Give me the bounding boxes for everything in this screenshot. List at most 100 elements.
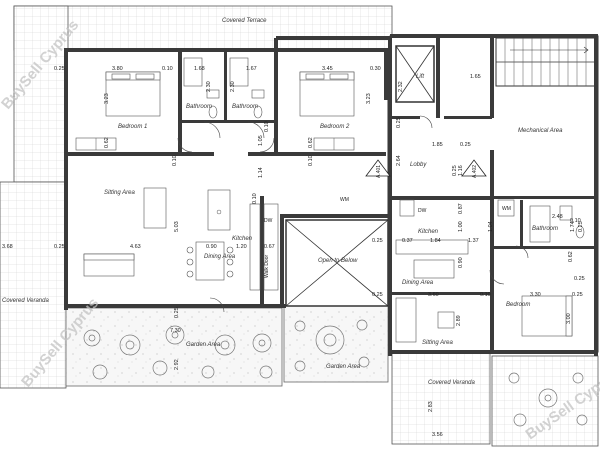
dim-label: 0.10 [252,193,258,204]
bedroom1-label: Bedroom 1 [118,124,147,130]
dim-label: 3.00 [566,313,572,324]
dining-area-left-label: Dining Area [204,254,236,260]
dim-label: 2.30 [206,81,212,92]
covered-veranda-right-label: Covered Veranda [428,380,475,386]
dining-area-right-label: Dining Area [402,280,434,286]
bathroom-mid-label: Bathroom [232,104,258,110]
mechanical-area-label: Mechanical Area [518,128,563,134]
dim-label: 0.25 [574,276,585,282]
walls [64,34,598,356]
dim-label: 0.10 [162,66,173,72]
dim-label: 0.25 [452,165,458,176]
dim-label: 7.30 [170,328,181,334]
dim-label: 0.10 [308,155,314,166]
living-furniture-left [83,187,279,291]
dim-label: 3.30 [530,292,541,298]
dim-label: 3.80 [112,66,123,72]
dim-label: 2.32 [398,81,404,92]
dim-label: 0.62 [568,251,574,262]
staircase [495,37,597,87]
dim-label: 1.67 [246,66,257,72]
dim-label: 2.30 [230,81,236,92]
dim-label: 3.56 [432,432,443,438]
dw-left-tag: DW [264,218,273,224]
dim-label: 0.25 [460,142,471,148]
doors [177,115,529,313]
left-terrace-strip [13,5,69,183]
dim-label: 0.25 [572,292,583,298]
covered-veranda-left-floor [0,181,67,389]
sitting-area-left-label: Sitting Area [104,190,135,196]
dim-label: 1.84 [430,238,441,244]
dim-label: 3.23 [366,93,372,104]
dim-label: 0.25 [396,117,402,128]
beds [105,71,573,337]
dim-label: 0.25 [372,292,383,298]
dim-label: 0.90 [458,257,464,268]
section-tag-a402: A.402 [472,165,478,178]
dim-label: 0.10 [172,155,178,166]
right-terrace-floor [491,355,599,447]
dim-label: 0.25 [372,238,383,244]
dim-label: 0.30 [370,66,381,72]
garden-area-left-label: Garden Area [186,342,221,348]
lift-label: Lift [416,74,424,80]
kitchen-right-label: Kitchen [418,229,439,235]
dim-label: 1.20 [236,244,247,250]
dimension-labels: 0.25 3.80 0.10 1.68 1.67 3.45 0.30 1.65 … [2,66,585,438]
dim-label: 1.05 [258,135,264,146]
dim-label: 2.48 [552,214,563,220]
dim-label: 1.37 [468,238,479,244]
dim-label: 0.37 [402,238,413,244]
dim-label: 1.65 [470,74,481,80]
bathroom-right-label: Bathroom [532,226,558,232]
dim-label: 3.60 [428,292,439,298]
bathroom-left-label: Bathroom [186,104,212,110]
garden-area-left-ground [65,307,283,387]
dim-label: 0.10 [264,121,270,132]
dim-label: 0.25 [54,244,65,250]
garden-area-mid-ground [283,305,389,383]
garden-area-mid-label: Garden Area [326,364,361,370]
dim-label: 5.03 [174,221,180,232]
dim-label: 4.63 [130,244,141,250]
dim-label: 1.68 [194,66,205,72]
walk-door-tag: Walk Door [264,255,270,278]
wardrobes [75,137,355,151]
dim-label: 1.14 [258,167,264,178]
wm-right-tag: WM [502,206,511,212]
lobby-label: Lobby [410,162,427,168]
dim-label: 2.83 [428,401,434,412]
sitting-area-right-label: Sitting Area [422,340,453,346]
dim-label: 1.74 [570,221,576,232]
garden-shrubs [83,319,588,427]
dim-label: 1.16 [458,165,464,176]
covered-terrace-floor [13,5,393,51]
dim-label: 1.04 [488,221,494,232]
section-markers [365,159,487,177]
dim-label: 0.62 [308,137,314,148]
dim-label: 1.85 [432,142,443,148]
wm-left-tag: WM [340,197,349,203]
dim-label: 3.23 [104,93,110,104]
dim-label: 2.64 [396,155,402,166]
dim-label: 0.62 [104,137,110,148]
covered-terrace-label: Covered Terrace [222,18,267,24]
section-tag-a401: A.401 [376,165,382,178]
kitchen-left-label: Kitchen [232,236,253,242]
dim-label: 0.25 [578,221,584,232]
bedroom-right-label: Bedroom [506,302,530,308]
dim-label: 3.68 [2,244,13,250]
dim-label: 2.89 [456,315,462,326]
bathroom-fixtures [183,57,585,243]
dim-label: 0.25 [54,66,65,72]
dim-label: 0.25 [174,307,180,318]
covered-veranda-right-floor [391,351,491,445]
dim-label: 3.45 [322,66,333,72]
dim-label: 0.90 [206,244,217,250]
dim-label: 0.87 [458,203,464,214]
dim-label: 0.67 [264,244,275,250]
dim-label: 0.10 [480,292,491,298]
